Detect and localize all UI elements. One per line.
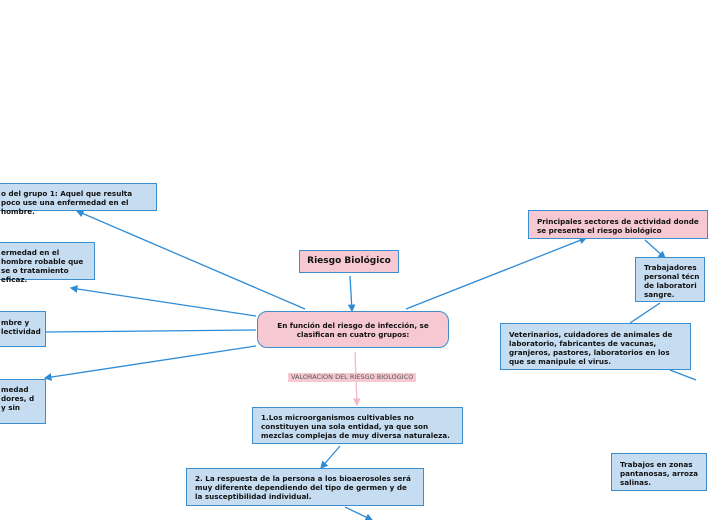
connector-bottom-1-2	[320, 445, 341, 469]
right-node-sectores[interactable]: Principales sectores de actividad donde …	[528, 210, 708, 239]
valoracion-link-label: VALORACION DEL RIESGO BIOLOGICO	[288, 373, 417, 382]
riesgo-biologico-title[interactable]: Riesgo Biológico	[299, 250, 399, 273]
connector-right-2-3	[629, 302, 661, 324]
connector-center-right	[405, 236, 588, 310]
right-node-trabajadores[interactable]: Trabajadores personal técn de laboratori…	[635, 257, 705, 302]
connector-title-center	[347, 275, 356, 313]
connector-right-1-2	[644, 239, 666, 259]
connector-right-3-out	[669, 369, 697, 381]
connector-center-left-2	[69, 285, 257, 317]
left-node-grupo-2[interactable]: ermedad en el hombre robable que se o tr…	[0, 242, 95, 284]
center-node[interactable]: En función del riesgo de infección, se c…	[257, 311, 449, 348]
left-node-grupo-4[interactable]: medad dores, d y sin	[0, 379, 46, 424]
bottom-node-2[interactable]: 2. La respuesta de la persona a los bioa…	[186, 468, 424, 506]
bottom-node-1[interactable]: 1.Los microorganismos cultivables no con…	[252, 407, 463, 444]
right-node-veterinarios[interactable]: Veterinarios, cuidadores de animales de …	[500, 323, 691, 370]
left-node-grupo-3[interactable]: mbre y lectividad	[0, 311, 46, 347]
connector-center-left-4	[43, 345, 257, 381]
left-node-grupo-1[interactable]: o del grupo 1: Aquel que resulta poco us…	[0, 183, 157, 216]
connector-center-left-1	[75, 209, 306, 310]
right-node-zonas-pantanosas[interactable]: Trabajos en zonas pantanosas, arroza sal…	[611, 453, 707, 491]
connector-center-left-3	[45, 329, 257, 333]
connector-bottom-2-out	[344, 506, 374, 520]
